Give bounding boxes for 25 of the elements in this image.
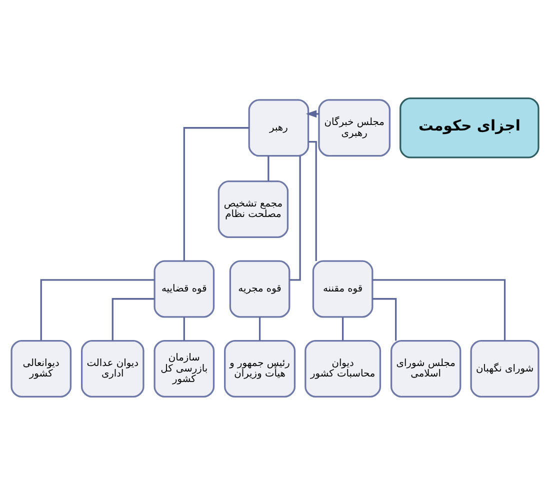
node-box: مجلس خبرگان رهبری bbox=[318, 98, 390, 156]
connector bbox=[183, 126, 250, 260]
node-box: رهبر bbox=[248, 98, 310, 156]
node-box: شورای نگهبان bbox=[470, 339, 540, 398]
node-box: مجلس شورای اسلامی bbox=[390, 339, 462, 398]
connector bbox=[258, 316, 261, 340]
connector bbox=[290, 156, 301, 280]
node-box: دیوان محاسبات کشور bbox=[304, 339, 382, 398]
node-box: سازمان بازرسی کل کشور bbox=[154, 339, 215, 398]
connector bbox=[372, 298, 397, 340]
node-box: دیوانعالی کشور bbox=[10, 339, 72, 398]
node-box: قوه مجریه bbox=[229, 260, 290, 318]
node-box: قوه قضاییه bbox=[154, 260, 215, 318]
connector bbox=[40, 278, 155, 340]
node-box: اجزای حکومت bbox=[400, 96, 540, 158]
connector bbox=[183, 316, 185, 340]
node-box: مجمع تشخیص مصلحت نظام bbox=[218, 180, 289, 238]
node-box: دیوان عدالت اداری bbox=[80, 339, 144, 398]
node-box: قوه مقننه bbox=[312, 260, 374, 318]
connector bbox=[342, 316, 344, 340]
connector bbox=[268, 155, 270, 181]
connector bbox=[308, 140, 317, 260]
connector bbox=[372, 278, 506, 340]
node-box: رئیس جمهور و هیأت وزیران bbox=[224, 339, 296, 398]
connector bbox=[112, 298, 154, 340]
